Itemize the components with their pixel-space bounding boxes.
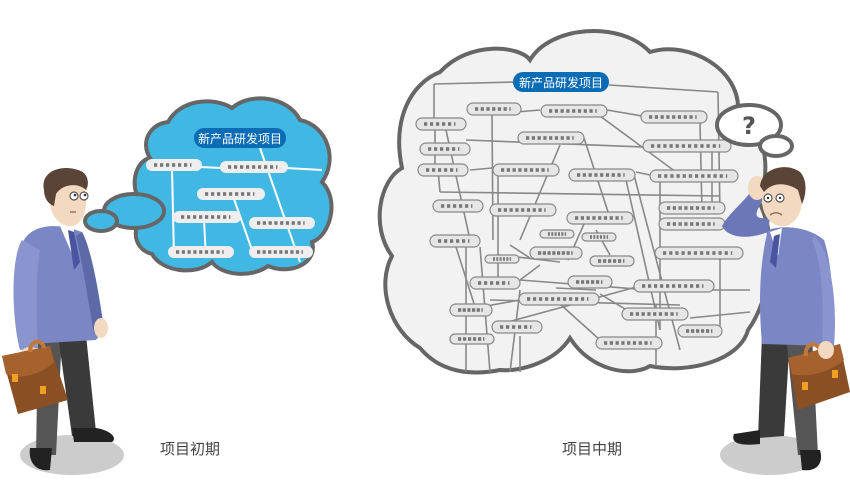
left-head <box>43 168 89 227</box>
diagram-link <box>635 171 651 176</box>
diagram-node <box>220 161 288 173</box>
diagram-node <box>518 292 600 306</box>
diagram-link <box>519 264 541 281</box>
diagram-node <box>466 102 522 116</box>
diagram-node <box>432 199 484 213</box>
diagram-link <box>608 84 719 93</box>
diagram-node <box>419 142 471 156</box>
diagram-link <box>599 115 681 176</box>
caption-project-mid: 项目中期 <box>562 440 623 458</box>
diagram-node <box>540 104 608 118</box>
diagram-node <box>249 217 315 229</box>
diagram-node <box>491 320 543 334</box>
diagram-link <box>689 311 751 319</box>
diagram-node <box>484 254 520 264</box>
diagram-node <box>492 163 560 177</box>
right-head <box>760 167 806 227</box>
left-shoe-front <box>72 428 115 442</box>
diagram-node <box>595 336 663 350</box>
diagram-node <box>568 168 636 182</box>
diagram-node <box>649 169 739 183</box>
diagram-link <box>699 122 703 213</box>
diagram-link <box>469 167 493 171</box>
early-title-badge: 新产品研发项目 <box>194 128 286 148</box>
diagram-link <box>633 174 681 351</box>
diagram-node <box>621 307 689 321</box>
diagram-node <box>581 232 617 242</box>
diagram-node <box>539 229 575 239</box>
diagram-node <box>566 211 634 225</box>
diagram-link <box>559 303 601 341</box>
early-title-text: 新产品研发项目 <box>198 131 282 146</box>
diagram-node <box>677 324 723 338</box>
diagram-node <box>469 276 521 290</box>
diagram-node <box>415 117 467 131</box>
question-mark-icon: ? <box>742 112 756 140</box>
right-businessman <box>720 167 850 475</box>
diagram-link <box>491 113 494 241</box>
early-nodes <box>146 159 315 258</box>
diagram-node <box>449 333 495 345</box>
mid-title-badge: 新产品研发项目 <box>513 72 609 92</box>
diagram-node <box>197 188 265 200</box>
diagram-node <box>633 279 715 293</box>
right-shoe-front <box>800 450 822 471</box>
diagram-link <box>509 244 531 259</box>
diagram-node <box>146 159 202 171</box>
left-eye <box>69 191 79 201</box>
mid-thought-cloud: 新产品研发项目 <box>377 28 773 375</box>
diagram-node <box>658 201 726 215</box>
diagram-node <box>589 255 635 267</box>
diagram-link <box>717 91 721 215</box>
diagram-node <box>658 217 726 231</box>
diagram-node <box>417 163 469 177</box>
diagram-node <box>654 246 744 260</box>
right-shoe-back <box>733 430 760 445</box>
diagram-node <box>249 246 313 258</box>
left-businessman <box>2 168 124 475</box>
diagram-node <box>173 211 241 223</box>
diagram-node <box>567 275 613 289</box>
diagram-node <box>489 203 557 217</box>
early-thought-bubble-small <box>83 209 119 233</box>
question-thought: ? <box>715 103 794 158</box>
mid-title-text: 新产品研发项目 <box>519 75 603 90</box>
diagram-node <box>429 234 481 248</box>
diagram-node <box>517 131 585 145</box>
left-briefcase-icon <box>2 339 68 414</box>
diagram-link <box>606 109 643 117</box>
caption-project-early: 项目初期 <box>160 440 221 458</box>
diagram-node <box>168 246 234 258</box>
diagram-link <box>519 144 561 241</box>
diagram-link <box>433 81 516 85</box>
diagram-node <box>642 139 732 153</box>
diagram-node <box>449 303 493 317</box>
diagram-link <box>439 191 721 197</box>
right-shadow <box>720 435 820 475</box>
diagram-node <box>529 246 583 260</box>
question-bubble <box>715 103 783 147</box>
left-shoe-back <box>29 448 52 471</box>
mid-nodes <box>415 102 744 350</box>
early-thought-cloud: 新产品研发项目 <box>83 96 334 276</box>
diagram-node <box>640 110 708 124</box>
question-bubble-small <box>758 134 794 158</box>
diagram-link <box>555 287 597 291</box>
